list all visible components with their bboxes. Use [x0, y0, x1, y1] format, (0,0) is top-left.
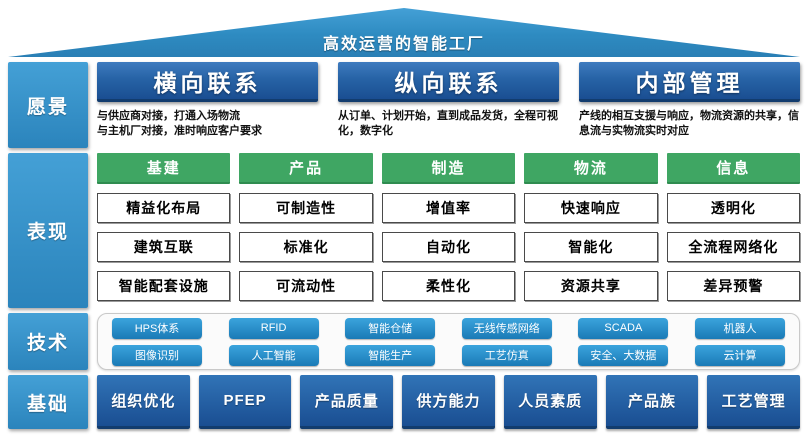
- foundation-box: 产品质量: [300, 375, 394, 429]
- tech-pill: 机器人: [694, 317, 785, 339]
- vision-description: 产线的相互支援与响应，物流资源的共享，信息流与实物流实时对应: [579, 109, 800, 140]
- perf-item: 智能化: [524, 232, 658, 262]
- performance-content: 基建 精益化布局 建筑互联 智能配套设施 产品 可制造性 标准化 可流动性 制造…: [97, 153, 801, 308]
- perf-column-header: 基建: [97, 153, 231, 184]
- perf-item: 快速响应: [524, 193, 658, 223]
- vision-desc-line: 产线的相互支援与响应，物流资源的共享，信息流与实物流实时对应: [579, 110, 799, 138]
- tech-pill: 智能生产: [345, 344, 436, 366]
- perf-item: 精益化布局: [97, 193, 231, 223]
- perf-item: 标准化: [239, 232, 373, 262]
- vision-description: 从订单、计划开始，直到成品发货，全程可视化，数字化: [338, 109, 559, 140]
- vision-header: 纵向联系: [338, 62, 559, 102]
- perf-column-header: 制造: [381, 153, 516, 184]
- perf-column-header: 信息: [666, 153, 801, 184]
- vision-desc-line: 从订单、计划开始，直到成品发货，全程可视化，数字化: [338, 110, 558, 138]
- tech-pill: 安全、大数据: [578, 344, 669, 366]
- tech-pill: SCADA: [578, 317, 669, 339]
- vision-header: 横向联系: [97, 62, 318, 102]
- perf-column-logistics: 物流 快速响应 智能化 资源共享: [524, 153, 658, 308]
- vision-desc-line: 与供应商对接，打通入场物流: [97, 110, 240, 122]
- tech-pill: 智能仓储: [345, 317, 436, 339]
- technology-row: 技术 HPS体系 RFID 智能仓储 无线传感网络 SCADA 机器人 图像识别…: [8, 313, 800, 370]
- vision-row-label: 愿景: [8, 62, 88, 148]
- vision-header: 内部管理: [579, 62, 800, 102]
- perf-item: 增值率: [381, 193, 516, 223]
- perf-item: 自动化: [381, 232, 516, 262]
- tech-pill: 工艺仿真: [461, 344, 552, 366]
- perf-item: 智能配套设施: [97, 271, 231, 301]
- perf-item: 透明化: [666, 193, 801, 223]
- perf-item: 全流程网络化: [666, 232, 801, 262]
- foundation-row: 基础 组织优化 PFEP 产品质量 供方能力 人员素质 产品族 工艺管理: [8, 375, 801, 429]
- tech-pill: 云计算: [694, 344, 785, 366]
- vision-section-vertical: 纵向联系 从订单、计划开始，直到成品发货，全程可视化，数字化: [338, 62, 559, 148]
- technology-panel: HPS体系 RFID 智能仓储 无线传感网络 SCADA 机器人 图像识别 人工…: [97, 313, 800, 370]
- perf-item: 建筑互联: [97, 232, 231, 262]
- performance-row-label: 表现: [8, 153, 88, 308]
- perf-column-header: 产品: [239, 153, 373, 184]
- perf-item: 可流动性: [239, 271, 373, 301]
- foundation-box: PFEP: [198, 375, 292, 429]
- foundation-box: 供方能力: [402, 375, 495, 429]
- foundation-box: 组织优化: [97, 375, 190, 429]
- performance-row: 表现 基建 精益化布局 建筑互联 智能配套设施 产品 可制造性 标准化 可流动性…: [8, 153, 801, 308]
- vision-row: 愿景 横向联系 与供应商对接，打通入场物流 与主机厂对接，准时响应客户要求 纵向…: [8, 62, 800, 148]
- tech-pill: 人工智能: [228, 344, 319, 366]
- diagram-rows: 愿景 横向联系 与供应商对接，打通入场物流 与主机厂对接，准时响应客户要求 纵向…: [8, 62, 801, 429]
- perf-item: 资源共享: [524, 271, 658, 301]
- tech-pill: 无线传感网络: [461, 317, 552, 339]
- perf-item: 柔性化: [381, 271, 516, 301]
- technology-row-label: 技术: [8, 313, 88, 370]
- perf-column-manufacturing: 制造 增值率 自动化 柔性化: [381, 153, 516, 308]
- tech-pill: 图像识别: [112, 344, 202, 366]
- perf-item: 可制造性: [239, 193, 373, 223]
- perf-column-information: 信息 透明化 全流程网络化 差异预警: [666, 153, 801, 308]
- foundation-row-label: 基础: [8, 375, 88, 429]
- technology-pill-row: HPS体系 RFID 智能仓储 无线传感网络 SCADA 机器人: [112, 317, 785, 339]
- perf-column-infrastructure: 基建 精益化布局 建筑互联 智能配套设施: [97, 153, 231, 308]
- perf-item: 差异预警: [666, 271, 801, 301]
- foundation-box: 工艺管理: [707, 375, 801, 429]
- foundation-box: 人员素质: [503, 375, 597, 429]
- technology-pill-row: 图像识别 人工智能 智能生产 工艺仿真 安全、大数据 云计算: [112, 344, 785, 366]
- vision-description: 与供应商对接，打通入场物流 与主机厂对接，准时响应客户要求: [97, 109, 318, 140]
- vision-section-horizontal: 横向联系 与供应商对接，打通入场物流 与主机厂对接，准时响应客户要求: [97, 62, 318, 148]
- foundation-box: 产品族: [605, 375, 699, 429]
- tech-pill: HPS体系: [112, 317, 202, 339]
- diagram-title: 高效运营的智能工厂: [322, 36, 485, 53]
- roof-triangle: 高效运营的智能工厂: [8, 8, 800, 57]
- perf-column-product: 产品 可制造性 标准化 可流动性: [239, 153, 373, 308]
- vision-desc-line: 与主机厂对接，准时响应客户要求: [97, 125, 262, 138]
- vision-section-internal: 内部管理 产线的相互支援与响应，物流资源的共享，信息流与实物流实时对应: [579, 62, 800, 148]
- perf-column-header: 物流: [524, 153, 658, 184]
- vision-content: 横向联系 与供应商对接，打通入场物流 与主机厂对接，准时响应客户要求 纵向联系 …: [97, 62, 800, 148]
- foundation-content: 组织优化 PFEP 产品质量 供方能力 人员素质 产品族 工艺管理: [97, 375, 801, 429]
- tech-pill: RFID: [228, 317, 319, 339]
